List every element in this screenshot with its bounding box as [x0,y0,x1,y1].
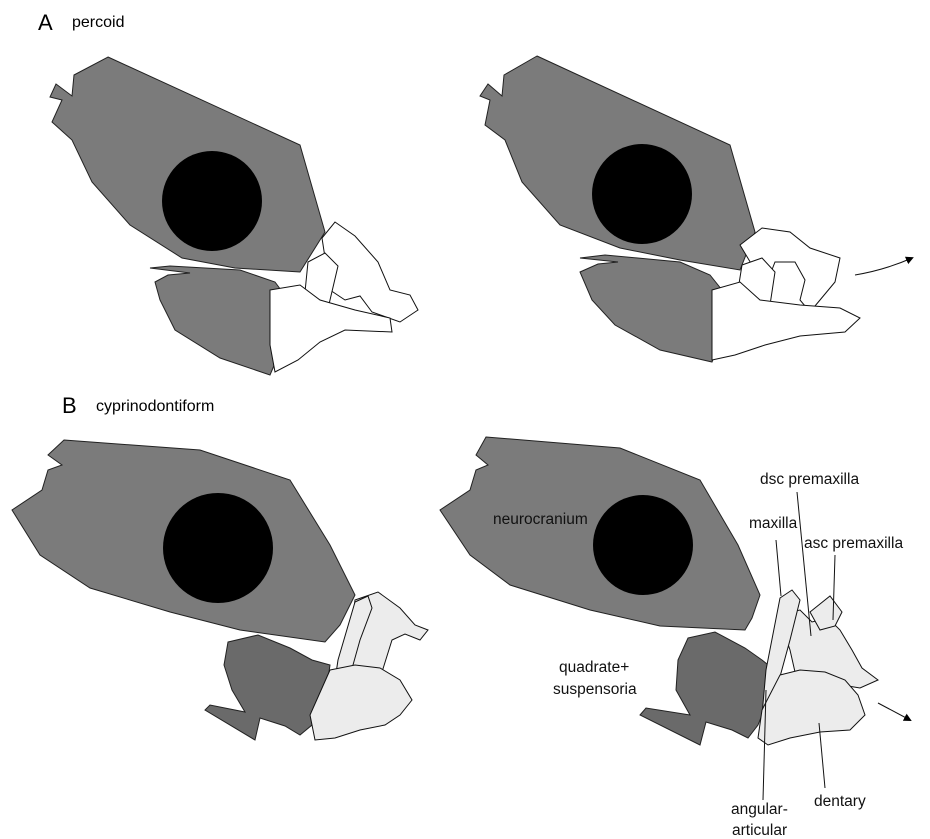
dentary-label: dentary [814,793,866,810]
maxilla-leader [776,540,781,596]
neurocranium-label: neurocranium [493,511,588,528]
dsc-premaxilla-label: dsc premaxilla [760,471,859,488]
eye [162,151,262,251]
panel-b-letter: B [62,393,77,418]
eye [163,493,273,603]
panel-a-letter: A [38,10,53,35]
quadrate-suspensoria-shape [580,255,730,362]
percoid-open-head [480,56,912,362]
eye [593,495,693,595]
motion-arrow [855,258,912,275]
percoid-closed-head [50,57,418,375]
quadrate-suspensoria-shape [640,632,772,745]
quadrate-label-line2: suspensoria [553,681,637,698]
eye [592,144,692,244]
panel-a-name: percoid [72,14,124,31]
maxilla-label: maxilla [749,515,798,532]
angular-articular-label-line1: angular- [731,801,788,818]
quadrate-label-line1: quadrate+ [559,659,629,676]
quadrate-suspensoria-shape [205,635,330,740]
panel-b-name: cyprinodontiform [96,398,214,415]
motion-arrow [878,703,910,720]
lower-jaw-shape [712,282,860,360]
asc-premaxilla-label: asc premaxilla [804,535,903,552]
angular-articular-label-line2: articular [732,822,787,839]
dentary-leader [819,723,825,788]
cyprinodontiform-closed-head [12,440,428,740]
